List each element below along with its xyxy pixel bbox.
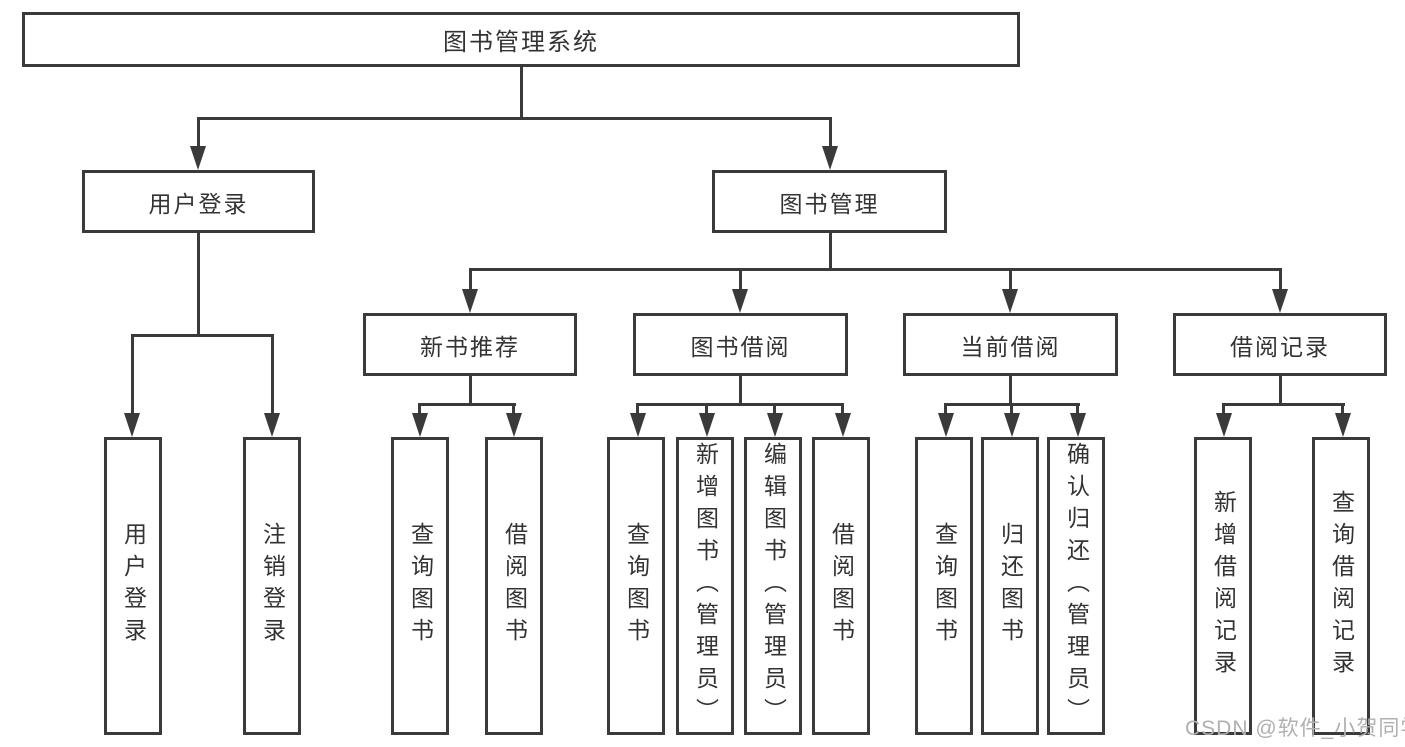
arrowhead-a1: [412, 413, 428, 437]
leaf-current-confirm-admin: 确认归还（管理员）: [1047, 437, 1105, 735]
leaf-borrow-borrow: 借阅图书: [812, 437, 870, 735]
leaf-records-query-label: 查询借阅记录: [1328, 490, 1355, 682]
leaf-current-return-label: 归还图书: [997, 522, 1024, 650]
leaf-user-login-label: 用户登录: [120, 522, 147, 650]
connector-c1-tail: [944, 403, 947, 415]
node-user-login: 用户登录: [82, 170, 315, 233]
connector-records-tail: [1279, 268, 1282, 291]
leaf-borrow-query: 查询图书: [607, 437, 665, 735]
connector-userlogin-split: [131, 334, 273, 337]
node-root: 图书管理系统: [22, 12, 1020, 67]
leaf-borrow-edit-admin: 编辑图书（管理员）: [744, 437, 802, 735]
arrowhead-b2: [699, 413, 715, 437]
leaf-newbook-borrow-label: 借阅图书: [501, 522, 528, 650]
leaf-newbook-query-label: 查询图书: [407, 522, 434, 650]
connector-leaf-login-tail: [131, 334, 134, 415]
connector-newbook-tail: [469, 268, 472, 291]
leaf-records-add-label: 新增借阅记录: [1210, 490, 1237, 682]
arrowhead-d1: [1216, 413, 1232, 437]
connector-leaf-logout-tail: [271, 334, 274, 415]
connector-bookmgmt-stem: [829, 233, 832, 271]
node-root-label: 图书管理系统: [443, 29, 599, 56]
connector-current-stem: [1009, 376, 1012, 406]
connector-a1-tail: [418, 403, 421, 415]
leaf-logout: 注销登录: [243, 437, 301, 735]
arrowhead-newbook: [462, 289, 478, 313]
leaf-logout-label: 注销登录: [259, 522, 286, 650]
arrowhead-c3: [1070, 413, 1086, 437]
connector-borrow-tail: [739, 268, 742, 291]
connector-records-stem: [1279, 376, 1282, 406]
node-book-borrowing: 图书借阅: [633, 313, 848, 376]
leaf-current-return: 归还图书: [981, 437, 1039, 735]
leaf-records-query: 查询借阅记录: [1312, 437, 1370, 735]
arrowhead-d2: [1335, 413, 1351, 437]
connector-root-stem: [520, 67, 523, 118]
node-user-login-label: 用户登录: [148, 190, 249, 217]
node-book-borrowing-label: 图书借阅: [690, 333, 791, 360]
arrowhead-userlogin: [190, 146, 206, 170]
arrowhead-leaf-logout: [264, 413, 280, 437]
arrowhead-c1: [938, 413, 954, 437]
connector-c2-tail: [1010, 403, 1013, 415]
node-borrowing-records: 借阅记录: [1173, 313, 1387, 376]
leaf-records-add: 新增借阅记录: [1194, 437, 1252, 735]
arrowhead-borrow: [732, 289, 748, 313]
arrowhead-c2: [1004, 413, 1020, 437]
connector-d2-tail: [1341, 403, 1344, 415]
csdn-watermark: CSDN @软件_小贺同学: [1185, 717, 1405, 740]
node-new-book-recommend-label: 新书推荐: [420, 333, 520, 360]
leaf-borrow-edit-admin-label: 编辑图书（管理员）: [760, 442, 787, 730]
leaf-borrow-query-label: 查询图书: [623, 522, 650, 650]
connector-b2-tail: [705, 403, 708, 415]
connector-a2-tail: [512, 403, 515, 415]
connector-b4-tail: [841, 403, 844, 415]
leaf-newbook-borrow: 借阅图书: [485, 437, 543, 735]
arrowhead-current: [1002, 289, 1018, 313]
node-new-book-recommend: 新书推荐: [363, 313, 577, 376]
arrowhead-records: [1272, 289, 1288, 313]
node-current-borrowing: 当前借阅: [903, 313, 1118, 376]
node-book-management-label: 图书管理: [779, 190, 880, 217]
leaf-current-confirm-admin-label: 确认归还（管理员）: [1063, 442, 1090, 730]
connector-b3-tail: [773, 403, 776, 415]
connector-current-tail: [1009, 268, 1012, 291]
leaf-borrow-add-admin-label: 新增图书（管理员）: [692, 442, 719, 730]
connector-userlogin-tail: [197, 117, 200, 148]
connector-newbook-split: [418, 403, 516, 406]
connector-c3-tail: [1076, 403, 1079, 415]
node-borrowing-records-label: 借阅记录: [1230, 333, 1330, 360]
arrowhead-leaf-login: [124, 413, 140, 437]
connector-borrow-split: [636, 403, 844, 406]
arrowhead-b1: [630, 413, 646, 437]
connector-b1-tail: [636, 403, 639, 415]
connector-d1-tail: [1222, 403, 1225, 415]
connector-bookmgmt-tail: [829, 117, 832, 148]
leaf-borrow-add-admin: 新增图书（管理员）: [676, 437, 734, 735]
leaf-newbook-query: 查询图书: [391, 437, 449, 735]
node-book-management: 图书管理: [712, 170, 947, 233]
connector-borrow-stem: [739, 376, 742, 406]
arrowhead-b4: [835, 413, 851, 437]
arrowhead-b3: [767, 413, 783, 437]
connector-records-split: [1222, 403, 1345, 406]
arrowhead-bookmgmt: [822, 146, 838, 170]
leaf-current-query-label: 查询图书: [931, 522, 958, 650]
connector-userlogin-stem: [197, 233, 200, 337]
arrowhead-a2: [506, 413, 522, 437]
connector-bookmgmt-split: [469, 268, 1282, 271]
leaf-current-query: 查询图书: [915, 437, 973, 735]
connector-newbook-stem: [469, 376, 472, 406]
connector-root-split: [197, 117, 831, 120]
leaf-borrow-borrow-label: 借阅图书: [828, 522, 855, 650]
node-current-borrowing-label: 当前借阅: [960, 333, 1061, 360]
leaf-user-login: 用户登录: [104, 437, 162, 735]
